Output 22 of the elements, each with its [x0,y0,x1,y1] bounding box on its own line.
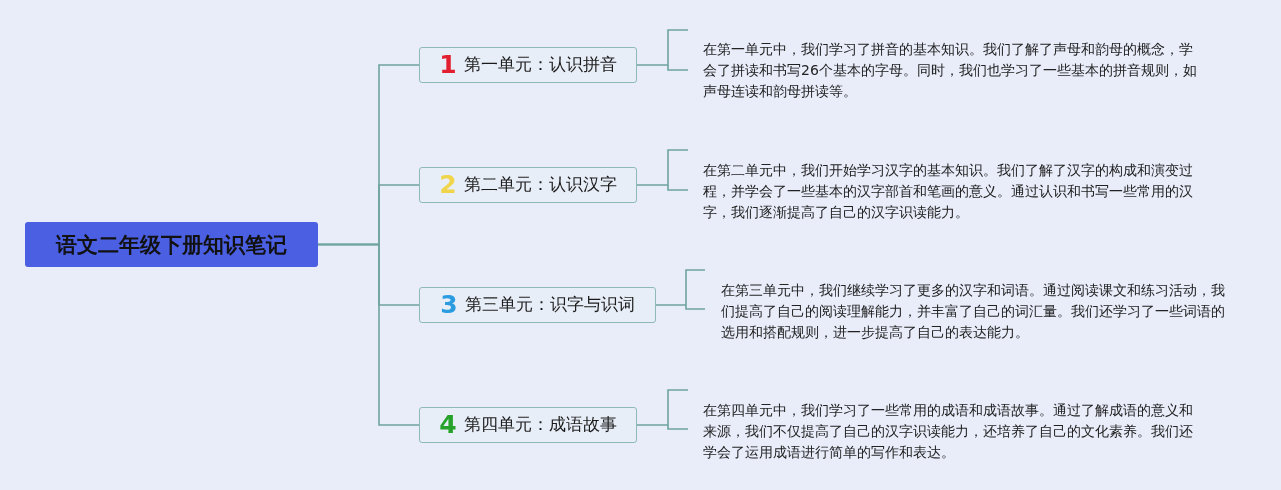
topic-title: 第一单元：认识拼音 [463,54,617,76]
note-text: 在第三单元中，我们继续学习了更多的汉字和词语。通过阅读课文和练习活动，我们提高了自己的阅读理解能力，并丰富了自己的词汇量。我们还学习了一些词语的选用和搭配规则，进一步提高了自己的表达能力。 [705,280,1228,343]
unit-number: 1 [439,51,457,79]
unit-number: 2 [439,171,457,199]
note-text: 在第二单元中，我们开始学习汉字的基本知识。我们了解了汉字的构成和演变过程，并学会了一些基本的汉字部首和笔画的意义。通过认识和书写一些常用的汉字，我们逐渐提高了自己的汉字识读能力。 [688,160,1198,223]
note-text: 在第四单元中，我们学习了一些常用的成语和成语故事。通过了解成语的意义和来源，我们不仅提高了自己的汉字识读能力，还培养了自己的文化素养。我们还学会了运用成语进行简单的写作和表达。 [688,400,1198,463]
topic-title: 第四单元：成语故事 [463,414,617,436]
unit-number: 4 [439,411,457,439]
bracket-connector [636,389,689,430]
connector [317,243,420,426]
bracket-connector [636,149,689,191]
unit-number: 3 [440,291,458,319]
note-text: 在第一单元中，我们学习了拼音的基本知识。我们了解了声母和韵母的概念，学会了拼读和书写26个基本的字母。同时，我们也学习了一些基本的拼音规则，如声母连读和韵母拼读等。 [688,39,1198,102]
topic-box [419,407,637,443]
bracket-connector [636,29,689,71]
topic-box [419,287,656,323]
topic-box [419,47,637,83]
topic-title: 第二单元：认识汉字 [463,174,617,196]
bracket-connector [655,269,706,310]
topic-title: 第三单元：识字与识词 [464,294,635,316]
topic-box [419,167,637,203]
central-topic: 语文二年级下册知识笔记 [25,222,318,267]
